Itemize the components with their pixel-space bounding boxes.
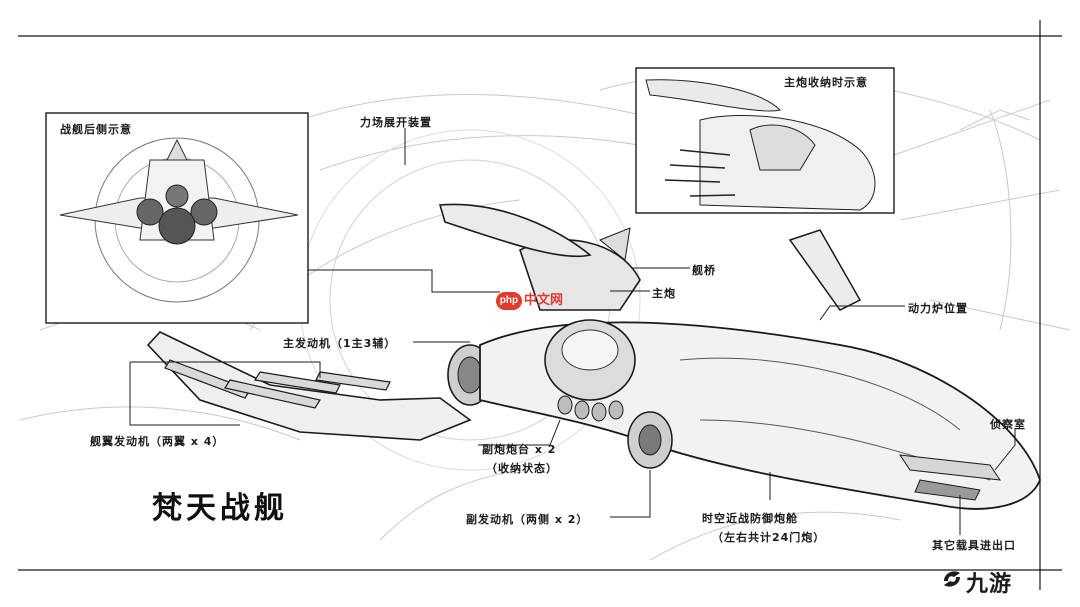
php-site-watermark: 中文网: [524, 293, 564, 308]
leader-lines: [129, 128, 1016, 535]
recon-label: 侦察室: [990, 418, 1026, 431]
jiuyou-logo-icon: [944, 571, 960, 587]
main-cannon-label: 主炮: [652, 287, 676, 300]
frame: [18, 20, 1062, 590]
ship-body: [146, 203, 1041, 510]
secondary-turret-state-label: （收纳状态）: [486, 462, 558, 475]
force-field-label: 力场展开装置: [360, 116, 432, 129]
jiuyou-logo-text: 九游: [966, 572, 1013, 597]
spacetime-defense-count-label: （左右共计24门炮）: [712, 531, 826, 544]
spacetime-defense-label: 时空近战防御炮舱: [702, 512, 798, 525]
sub-engine-label: 副发动机（两侧 x 2）: [466, 513, 589, 526]
rear-view-label: 战舰后侧示意: [60, 123, 132, 136]
rear-view-inset: [45, 112, 309, 324]
secondary-turret-label: 副炮炮台 x 2: [482, 443, 557, 456]
bridge-label: 舰桥: [692, 264, 716, 277]
main-engine-label: 主发动机（1主3辅）: [283, 337, 397, 350]
reactor-label: 动力炉位置: [908, 302, 968, 315]
carrier-exit-label: 其它载具进出口: [932, 539, 1016, 552]
ship-title: 梵天战舰: [152, 491, 288, 526]
cannon-stowed-label: 主炮收纳时示意: [784, 76, 868, 89]
cannon-stowed-inset: [635, 67, 895, 214]
php-badge: php: [496, 292, 522, 310]
wing-engine-label: 舰翼发动机（两翼 x 4）: [90, 435, 225, 448]
